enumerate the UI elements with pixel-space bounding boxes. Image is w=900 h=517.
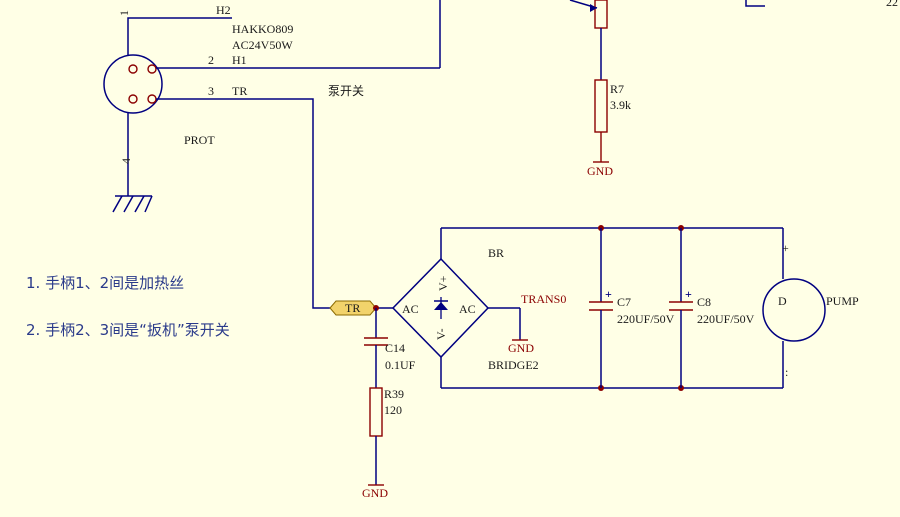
pin-label-tr: TR — [232, 84, 247, 98]
bridge-trans: TRANS0 — [521, 292, 566, 306]
connector-body — [103, 54, 163, 114]
pump: D PUMP + : — [762, 228, 859, 388]
pump-plus: + — [782, 241, 789, 255]
potentiometer-partial — [594, 0, 608, 29]
r39-value: 120 — [384, 403, 402, 417]
bridge-ac-left: AC — [402, 302, 419, 316]
wire-tr — [156, 98, 330, 309]
bridge-rectifier: AC AC V+ V- TRANS0 GND BR BRIDGE2 — [391, 228, 566, 388]
r7-group: R7 3.9k GND — [569, 0, 631, 178]
wire-top-right — [745, 0, 765, 7]
r39-gnd-label: GND — [362, 486, 388, 500]
bridge-v-minus: V- — [434, 328, 448, 340]
c8-plus-icon: + — [685, 287, 692, 301]
r7-value: 3.9k — [610, 98, 631, 112]
wire-h2 — [127, 17, 232, 55]
bridge-net: BR — [488, 246, 504, 260]
c7-ref: C7 — [617, 295, 631, 309]
pin-label-h2: H2 — [216, 3, 231, 17]
bridge-ref: BRIDGE2 — [488, 358, 539, 372]
bridge-gnd-label: GND — [508, 341, 534, 355]
c8-ref: C8 — [697, 295, 711, 309]
chassis-ground-icon — [112, 195, 153, 213]
pin-num-2: 2 — [208, 53, 214, 67]
connector-pin-2 — [147, 64, 157, 74]
pin-num-4: 4 — [119, 158, 133, 164]
net-tag-label: TR — [345, 301, 360, 315]
switch-label: 泵开关 — [328, 84, 364, 98]
pump-ref: PUMP — [826, 294, 859, 308]
r7-ref: R7 — [610, 82, 624, 96]
c8: + C8 220UF/50V — [669, 225, 755, 391]
pump-motor-icon — [762, 278, 826, 342]
c7-plus-icon: + — [605, 287, 612, 301]
c8-value: 220UF/50V — [697, 312, 755, 326]
r39-body — [369, 387, 383, 437]
connector-pin-4 — [147, 94, 157, 104]
c7: + C7 220UF/50V — [589, 225, 675, 391]
note-1: 1. 手柄1、2间是加热丝 — [26, 274, 184, 292]
connector-ref: PROT — [184, 133, 215, 147]
diode-icon — [434, 297, 448, 319]
connector-pin-1 — [128, 64, 138, 74]
corner-text: 22 — [886, 0, 898, 9]
connector-prot: 1 H2 HAKKO809 AC24V50W 2 H1 3 TR 泵开关 4 P… — [103, 0, 441, 309]
note-2: 2. 手柄2、3间是“扳机”泵开关 — [26, 321, 230, 339]
pin-num-1: 1 — [117, 10, 131, 16]
c7-value: 220UF/50V — [617, 312, 675, 326]
pump-symbol: D — [778, 294, 787, 308]
pin-num-3: 3 — [208, 84, 214, 98]
pump-minus: : — [785, 365, 788, 379]
r39-ref: R39 — [384, 387, 404, 401]
connector-rating: AC24V50W — [232, 38, 293, 52]
bridge-v-plus: V+ — [436, 275, 450, 291]
notes: 1. 手柄1、2间是加热丝 2. 手柄2、3间是“扳机”泵开关 — [26, 274, 230, 339]
c14-ref: C14 — [385, 341, 405, 355]
r7-gnd-label: GND — [587, 164, 613, 178]
pot-wiper-arrow-icon — [590, 4, 597, 12]
pin-label-h1: H1 — [232, 53, 247, 67]
tr-branch: TR C14 0.1UF R39 120 GND — [329, 300, 416, 500]
connector-model: HAKKO809 — [232, 22, 293, 36]
connector-pin-3 — [128, 94, 138, 104]
bridge-ac-right: AC — [459, 302, 476, 316]
c14-value: 0.1UF — [385, 358, 416, 372]
r7-body — [594, 79, 608, 133]
